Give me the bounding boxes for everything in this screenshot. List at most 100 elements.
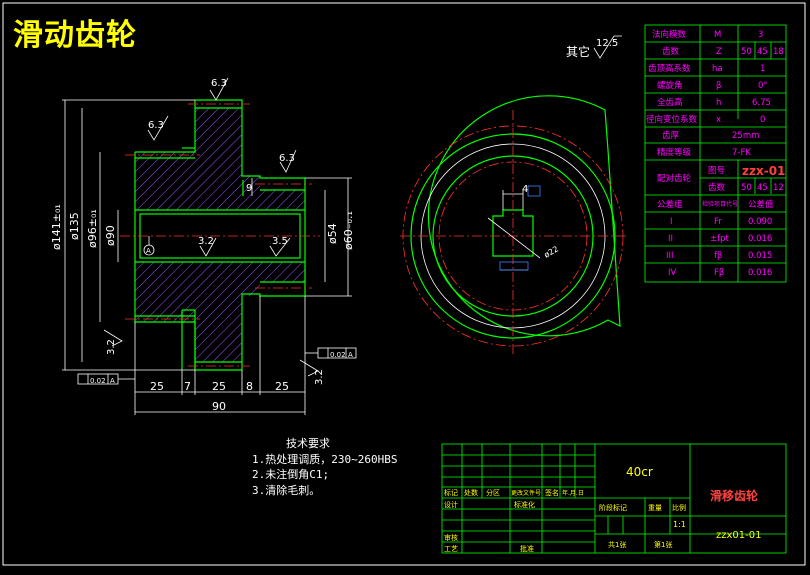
param-6-val: 0 <box>760 115 765 125</box>
dim-w8: 8 <box>246 380 253 393</box>
tb-row-label-1: 标记 <box>444 488 458 497</box>
param-7-full: 25mm <box>732 131 759 141</box>
param-2-v1: 50 <box>741 47 752 57</box>
tb-row-label-4: 更改文件号 <box>511 489 541 497</box>
param-14-val: 0.016 <box>748 268 772 278</box>
tol-ref-1: A <box>110 377 115 385</box>
dim-w25b: 25 <box>212 380 226 393</box>
param-7-name: 齿厚 <box>662 131 680 141</box>
param-13-sym: fβ <box>714 251 722 261</box>
tol-value-2: 0.02 <box>330 351 346 359</box>
param-14-name: IV <box>668 268 677 278</box>
param-2-v2: 45 <box>757 47 768 57</box>
datum-label: A <box>146 247 151 255</box>
param-4-val: 0° <box>758 81 768 91</box>
tb-sheet: 第1张 <box>654 540 672 549</box>
param-5-sym: h <box>716 98 721 108</box>
param-3-val: 1 <box>760 64 765 74</box>
dim-w7: 7 <box>184 380 191 393</box>
param-9-v2: 45 <box>757 183 768 193</box>
dim-hub: ø22 <box>543 244 561 259</box>
param-2-v3: 18 <box>773 47 784 57</box>
dim-d54: ø54 <box>326 223 339 244</box>
tb-approve: 批准 <box>520 544 534 553</box>
param-1-name: 法向模数 <box>652 29 687 40</box>
title-block: 40cr 滑移齿轮 zzx01-01 1:1 标记 处数 分区 更改文件号 签名… <box>441 443 787 554</box>
parameter-table: 法向模数 M 3 齿数 Z 50 45 18 齿顶高系数 ha 1 螺旋角 β … <box>644 24 787 283</box>
param-10-name: 公差组 <box>657 199 683 210</box>
param-12-val: 0.016 <box>748 234 772 244</box>
param-1-val: 3 <box>758 30 763 40</box>
param-6-name: 径向变位系数 <box>646 114 698 125</box>
param-9-sub2: 齿数 <box>708 182 726 193</box>
tol-value-1: 0.02 <box>90 377 106 385</box>
param-13-name: III <box>666 251 674 261</box>
tb-row-label-6: 年.月.日 <box>562 489 584 497</box>
dim-d90: ø90 <box>104 225 117 246</box>
param-8-full: 7-FK <box>732 148 751 158</box>
section-view: ø141±₀₁ ø135 ø96±₀₁ ø90 ø54 ø60₋₀.₁ 25 7… <box>50 77 357 415</box>
tb-row-label-5: 签名 <box>545 488 559 497</box>
dim-w90: 90 <box>212 400 226 413</box>
dim-w25a: 25 <box>150 380 164 393</box>
param-10-val: 公差值 <box>748 199 774 210</box>
tb-design: 设计 <box>444 500 458 509</box>
param-3-sym: ha <box>712 64 723 74</box>
note-item-3: 3.清除毛刺。 <box>252 483 321 497</box>
tb-row-label-2: 处数 <box>464 488 478 497</box>
rough-v1: 6.3 <box>211 78 227 89</box>
rough-v2: 6.3 <box>148 120 164 131</box>
rough-v7: 3.2 <box>314 369 325 385</box>
param-5-name: 全齿高 <box>657 97 683 108</box>
tb-stage: 阶段标记 <box>599 503 627 512</box>
front-view: 4 ø22 <box>400 95 628 356</box>
tb-std: 标准化 <box>514 500 535 509</box>
dim-d60: ø60₋₀.₁ <box>342 211 355 250</box>
tb-ratio: 比例 <box>672 503 686 512</box>
technical-notes: 技术要求 1.热处理调质，230~260HBS 2.未注倒角C1; 3.清除毛刺… <box>252 436 397 498</box>
drawing-number: zzx01-01 <box>716 530 761 541</box>
scale: 1:1 <box>673 520 686 529</box>
param-9-v1: 50 <box>741 183 752 193</box>
rough-other-label: 其它 <box>566 44 590 59</box>
dim-w25c: 25 <box>275 380 289 393</box>
tb-process: 工艺 <box>444 545 458 553</box>
part-name: 滑移齿轮 <box>710 488 759 503</box>
rough-v3: 6.3 <box>279 153 295 164</box>
rough-v4: 3.2 <box>198 236 214 247</box>
rough-v5: 3.5 <box>272 236 288 247</box>
tb-sheets: 共1张 <box>608 540 626 549</box>
note-item-2: 2.未注倒角C1; <box>252 468 330 481</box>
hatch-upper <box>135 108 305 210</box>
param-3-name: 齿顶高系数 <box>648 63 691 74</box>
tb-weight: 重量 <box>648 504 662 512</box>
dim-key: 4 <box>522 184 528 195</box>
note-item-1: 1.热处理调质，230~260HBS <box>252 452 398 466</box>
notes-heading: 技术要求 <box>286 437 330 450</box>
param-13-val: 0.015 <box>748 251 772 261</box>
param-1-sym: M <box>714 30 721 40</box>
param-6-sym: x <box>716 115 721 125</box>
param-14-sym: Fβ <box>714 268 724 278</box>
param-9-v3: 12 <box>773 183 784 193</box>
dim-d141: ø141±₀₁ <box>50 204 63 250</box>
param-5-val: 6.75 <box>752 98 771 108</box>
param-4-sym: β <box>716 81 721 91</box>
tol-ref-2: A <box>348 351 353 359</box>
param-10-sym: 检验项目代号 <box>702 200 738 208</box>
rough-v6: 3.2 <box>106 339 117 355</box>
dim-d96: ø96±₀₁ <box>86 209 99 248</box>
page-title: 滑动齿轮 <box>13 18 137 53</box>
dim-d135: ø135 <box>68 212 81 240</box>
material: 40cr <box>626 465 653 479</box>
tb-review: 审核 <box>444 533 458 542</box>
param-12-sym: ±fpt <box>710 234 730 244</box>
param-2-name: 齿数 <box>662 46 680 57</box>
param-9-name: 配对齿轮 <box>657 173 692 184</box>
rough-other-value: 12.5 <box>596 38 618 49</box>
drawing-border <box>2 2 806 566</box>
param-12-name: II <box>668 234 673 244</box>
param-8-name: 精度等级 <box>657 147 692 158</box>
param-11-sym: Fr <box>714 217 722 227</box>
